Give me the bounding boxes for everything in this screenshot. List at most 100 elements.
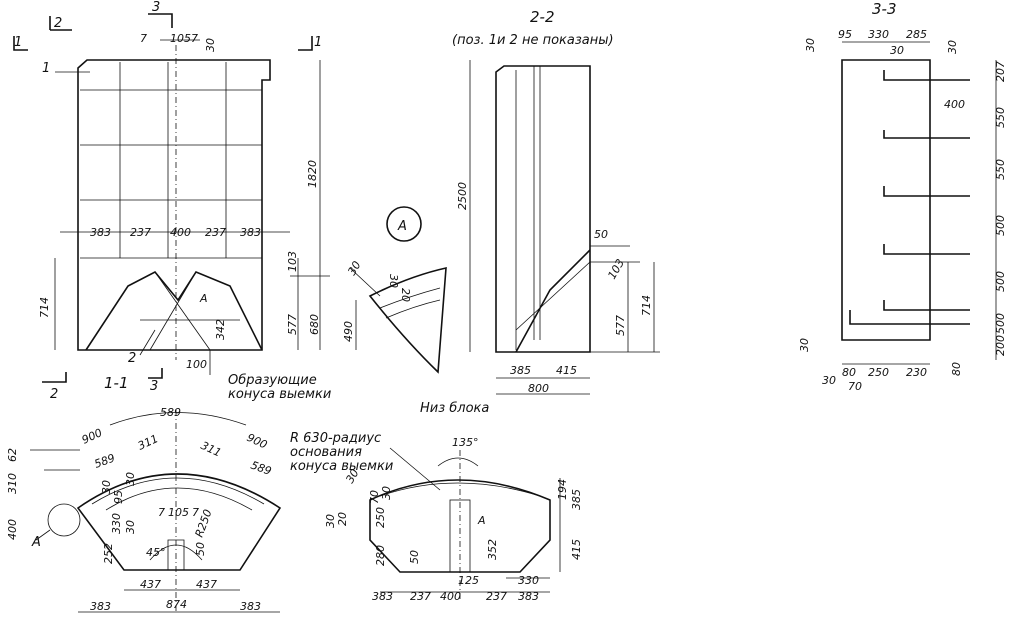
dim-v33-b70: 70 (848, 380, 862, 393)
dim-plan-900a: 900 (80, 426, 105, 447)
dim-v11-577: 577 (286, 314, 299, 335)
dim-v22-385: 385 (510, 364, 531, 377)
radius-note-3: конуса выемки (290, 459, 393, 474)
dim-v11-top-30: 30 (204, 38, 217, 52)
dim-v11-w5: 383 (240, 226, 261, 239)
radius-note-2: основания (290, 445, 362, 460)
dim-v11-height: 1820 (306, 160, 319, 188)
dim-v11-w1: 383 (90, 226, 111, 239)
generatrix-note-2: конуса выемки (228, 387, 331, 402)
dim-plan-30c: 30 (124, 520, 137, 534)
dim-plan-437a: 437 (140, 578, 161, 591)
mark-a-plan: А (31, 535, 41, 550)
dim-v33-b30a: 30 (798, 338, 811, 352)
dim-plan-252: 252 (102, 543, 115, 564)
dim-plan-383a: 383 (90, 600, 111, 613)
dim-v33-30c: 30 (946, 40, 959, 54)
dim-v22-height: 2500 (456, 182, 469, 210)
generatrix-note-1: Образующие (228, 373, 317, 388)
dim-a-20: 20 (399, 288, 412, 302)
dim-v33-30b: 30 (890, 44, 904, 57)
dim-v22-800: 800 (528, 382, 549, 395)
dim-v4-30a: 30 (343, 467, 361, 486)
plan-view: А 589 900 900 589 589 311 311 62 310 400… (6, 406, 282, 613)
cut-mark-2-top: 2 (54, 16, 62, 31)
dim-v11-top-105: 105 (170, 32, 191, 45)
dim-v22-103: 103 (605, 257, 627, 282)
dim-plan-900b: 900 (245, 431, 270, 452)
pos-1-leader: 1 (42, 61, 50, 76)
cut-mark-1-left: 1 (14, 35, 22, 50)
mark-a-v11: А (199, 292, 208, 305)
dim-v4-30b: 30 (380, 486, 393, 500)
dim-v4-415: 415 (570, 539, 583, 560)
dim-v4-194: 194 (556, 479, 569, 500)
dim-v11-top-7a: 7 (140, 32, 147, 45)
dim-v33-550b: 550 (994, 159, 1007, 180)
dim-v33-200: 200 (994, 335, 1007, 356)
view-1-1-title: 1-1 (104, 374, 129, 392)
angle-135-note: 135° (452, 436, 479, 449)
dim-v11-w2: 237 (130, 226, 151, 239)
dim-v4-383a: 383 (372, 590, 393, 603)
dim-v33-b80a: 80 (842, 366, 856, 379)
dim-v33-b230: 230 (906, 366, 927, 379)
dim-v4-280: 280 (374, 545, 387, 566)
dim-v4-383b: 383 (518, 590, 539, 603)
view-1-1: 7 105 7 30 383 237 400 237 383 1820 103 … (13, 0, 331, 402)
dim-v22-50: 50 (594, 228, 608, 241)
dim-v4-250: 250 (374, 507, 387, 528)
dim-v22-415: 415 (556, 364, 577, 377)
angle-45-note: 45° (146, 546, 166, 559)
dim-v33-500b: 500 (994, 271, 1007, 292)
dim-v4-70: 70 (368, 490, 381, 504)
dim-v33-30a: 30 (804, 38, 817, 52)
dim-v11-680: 680 (308, 314, 321, 335)
bottom-of-block-note: Низ блока (420, 401, 489, 416)
dim-v4-125: 125 (458, 574, 479, 587)
cut-mark-3-bottom: 3 (150, 379, 158, 394)
dim-v4-50: 50 (408, 550, 421, 564)
dim-v33-b80b: 80 (950, 362, 963, 376)
dim-v11-top-7b: 7 (191, 32, 198, 45)
pos-2-leader: 2 (128, 351, 136, 366)
dim-plan-437b: 437 (196, 578, 217, 591)
dim-v33-550a: 550 (994, 107, 1007, 128)
dim-v11-w3: 400 (170, 226, 191, 239)
dim-plan-311b: 311 (199, 439, 224, 460)
cut-mark-3-top: 3 (152, 0, 160, 15)
dim-v11-103: 103 (286, 251, 299, 272)
dim-v33-500c: 500 (994, 313, 1007, 334)
view-2-2: 2-2 (поз. 1и 2 не показаны) 2500 50 103 … (420, 8, 660, 416)
dim-v4-237a: 237 (410, 590, 431, 603)
dim-v4-20: 20 (336, 512, 349, 526)
dim-v4-352: 352 (486, 539, 499, 560)
dim-v4-237b: 237 (486, 590, 507, 603)
cut-mark-1-right: 1 (314, 35, 322, 50)
dim-v11-342: 342 (214, 319, 227, 340)
dim-v33-b30b: 30 (822, 374, 836, 387)
dim-v22-714: 714 (640, 295, 653, 316)
dim-plan-30a: 30 (100, 480, 113, 494)
dim-v33-285: 285 (906, 28, 927, 41)
view-2-2-subtitle: (поз. 1и 2 не показаны) (452, 33, 614, 48)
view-3-3-title: 3-3 (872, 0, 897, 18)
dim-a-30b: 30 (387, 274, 400, 288)
dim-plan-589b: 589 (249, 459, 273, 478)
dim-v33-b250: 250 (868, 366, 889, 379)
mark-a-v4: А (477, 514, 486, 527)
dim-v33-500a: 500 (994, 215, 1007, 236)
dim-v11-w4: 237 (205, 226, 226, 239)
dim-plan-383b: 383 (240, 600, 261, 613)
dim-a-490: 490 (342, 321, 355, 342)
dim-plan-589a: 589 (93, 451, 117, 470)
dim-v33-207: 207 (994, 61, 1007, 82)
dim-plan-311a: 311 (136, 432, 161, 453)
dim-v33-330: 330 (868, 28, 889, 41)
dim-plan-62: 62 (6, 448, 19, 462)
cut-mark-2-bottom: 2 (50, 387, 58, 402)
dim-a-30a: 30 (345, 259, 363, 278)
dim-plan-589top: 589 (160, 406, 181, 419)
